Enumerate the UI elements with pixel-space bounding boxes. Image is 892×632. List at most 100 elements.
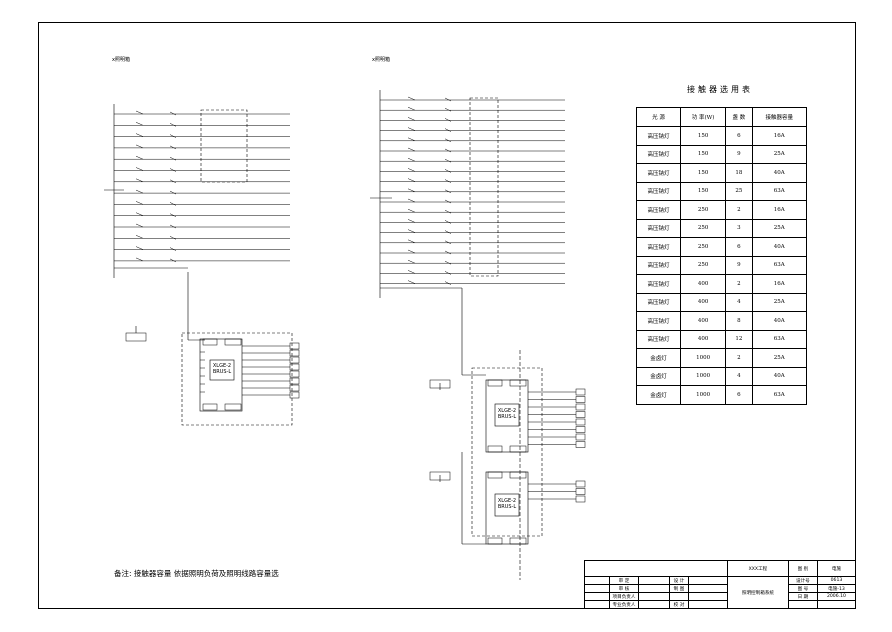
port-dcal: [202, 403, 218, 411]
contact-symbol: [169, 111, 177, 116]
output-terminal: [289, 377, 300, 385]
tb-right-value-1: 0613: [816, 576, 857, 585]
breaker-symbol: [407, 137, 416, 142]
port-bus: [224, 403, 242, 411]
module-3-label: XLGE-2 BRUS-L: [496, 498, 518, 510]
contact-symbol: [444, 179, 452, 183]
breaker-symbol: [407, 249, 416, 254]
output-terminal: [289, 384, 300, 392]
port-dcal: [487, 379, 503, 387]
tb-r4-label2: 校 对: [669, 600, 689, 609]
contact-symbol: [169, 179, 177, 184]
table-cell: 高压钠灯: [636, 292, 681, 312]
tb-r1-label: 审 定: [609, 576, 639, 585]
drawing-frame: [38, 22, 856, 609]
table-cell: 40A: [751, 366, 808, 386]
table-cell: 9: [725, 255, 753, 275]
table-cell: 25A: [751, 292, 808, 312]
table-cell: 400: [679, 274, 727, 294]
port-bus: [509, 445, 527, 453]
contact-symbol: [444, 169, 452, 173]
contact-symbol: [444, 209, 452, 214]
output-terminal: [575, 388, 586, 396]
table-cell: 6: [725, 385, 753, 405]
contact-symbol: [169, 123, 177, 127]
breaker-symbol: [135, 178, 144, 183]
table-cell: 16A: [751, 274, 808, 294]
table-cell: 250: [679, 218, 727, 238]
output-terminal: [575, 411, 586, 418]
table-cell: 63A: [751, 255, 808, 275]
table-cell: 3: [725, 218, 753, 238]
output-terminal: [575, 433, 586, 441]
module-2-name: XLGE-2: [497, 408, 517, 414]
port-bus: [509, 379, 527, 387]
table-cell: 6: [725, 126, 753, 146]
contact-symbol: [169, 202, 177, 206]
tb-right-value-0: 电施: [816, 560, 857, 577]
output-terminal: [289, 342, 300, 350]
breaker-symbol: [135, 189, 144, 194]
table-cell: 1000: [679, 366, 727, 386]
breaker-symbol: [135, 235, 144, 239]
breaker-symbol: [407, 117, 416, 121]
table-cell: 150: [679, 163, 727, 183]
module-1-sub: BRUS-L: [212, 369, 232, 375]
table-cell: 高压钠灯: [636, 163, 681, 183]
table-cell: 2: [725, 348, 753, 368]
tb-r2-label: 审 核: [609, 584, 639, 593]
title-block-blank: [584, 560, 728, 577]
contact-symbol: [444, 118, 452, 122]
breaker-symbol: [407, 96, 416, 101]
table-cell: 高压钠灯: [636, 200, 681, 220]
project-name: XXX工程: [727, 560, 789, 577]
output-terminal: [289, 370, 300, 378]
module-3-name: XLGE-2: [497, 498, 517, 504]
output-terminal: [575, 488, 586, 495]
breaker-symbol: [135, 133, 144, 137]
contact-symbol: [444, 240, 452, 245]
table-cell: 18: [725, 163, 753, 183]
table-cell: 高压钠灯: [636, 237, 681, 257]
breaker-symbol: [407, 259, 416, 264]
tb-r4-label: 专业负责人: [609, 600, 639, 609]
table-cell: 高压钠灯: [636, 144, 681, 164]
port-bus: [509, 537, 527, 545]
footnote: 备注: 接触器容量 依据照明负荷及照明线路容量选: [114, 569, 279, 578]
contact-symbol: [169, 224, 177, 229]
port-dcal: [487, 445, 503, 453]
breaker-symbol: [407, 127, 416, 131]
table-cell: 高压钠灯: [636, 181, 681, 201]
table-cell: 高压钠灯: [636, 329, 681, 349]
breaker-symbol: [407, 188, 416, 193]
table-cell: 高压钠灯: [636, 274, 681, 294]
table-cell: 400: [679, 311, 727, 331]
output-terminal: [289, 349, 300, 357]
table-cell: 6: [725, 237, 753, 257]
contact-symbol: [169, 156, 177, 161]
table-header-2: 盏 数: [725, 107, 753, 127]
table-cell: 150: [679, 144, 727, 164]
output-terminal: [575, 396, 586, 403]
output-terminal: [289, 391, 300, 399]
contact-symbol: [169, 258, 177, 263]
contact-symbol: [169, 168, 177, 172]
table-cell: 25A: [751, 144, 808, 164]
table-header-3: 接触器容量: [751, 107, 808, 127]
tb-right-label-2: 图 号: [787, 584, 818, 593]
table-cell: 40A: [751, 311, 808, 331]
module-1-name: XLGE-2: [212, 363, 232, 369]
breaker-symbol: [407, 208, 416, 213]
contact-symbol: [444, 220, 452, 224]
contact-symbol: [444, 97, 452, 102]
